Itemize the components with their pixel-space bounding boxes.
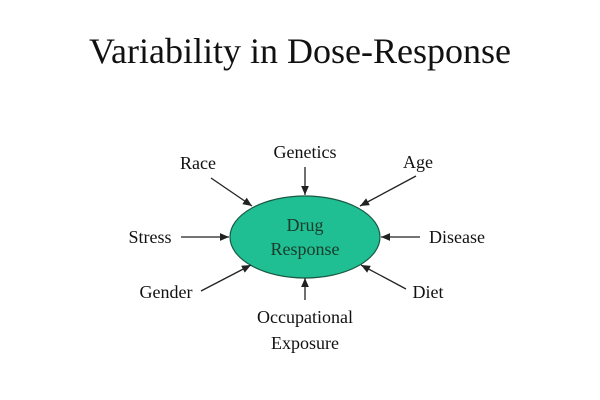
- factor-disease: Disease: [429, 227, 485, 247]
- factor-gender: Gender: [139, 282, 193, 302]
- factor-age: Age: [403, 152, 433, 172]
- arrow-race: [210, 177, 253, 207]
- factor-race: Race: [180, 153, 216, 173]
- factor-diet: Diet: [412, 282, 444, 302]
- factor-genetics: Genetics: [273, 142, 337, 162]
- factor-occupational-exposure: Occupational Exposure: [257, 304, 353, 356]
- drug-response-label: Drug Response: [271, 213, 340, 261]
- center-line-1: Drug: [286, 215, 324, 235]
- arrow-age: [359, 175, 417, 207]
- arrow-diet: [360, 264, 407, 290]
- slide-title: Variability in Dose-Response: [89, 31, 511, 71]
- occupational-line-1: Occupational: [257, 307, 353, 327]
- center-line-2: Response: [270, 239, 340, 259]
- occupational-line-2: Exposure: [271, 333, 339, 353]
- arrow-gender: [200, 264, 252, 292]
- factor-stress: Stress: [128, 227, 172, 247]
